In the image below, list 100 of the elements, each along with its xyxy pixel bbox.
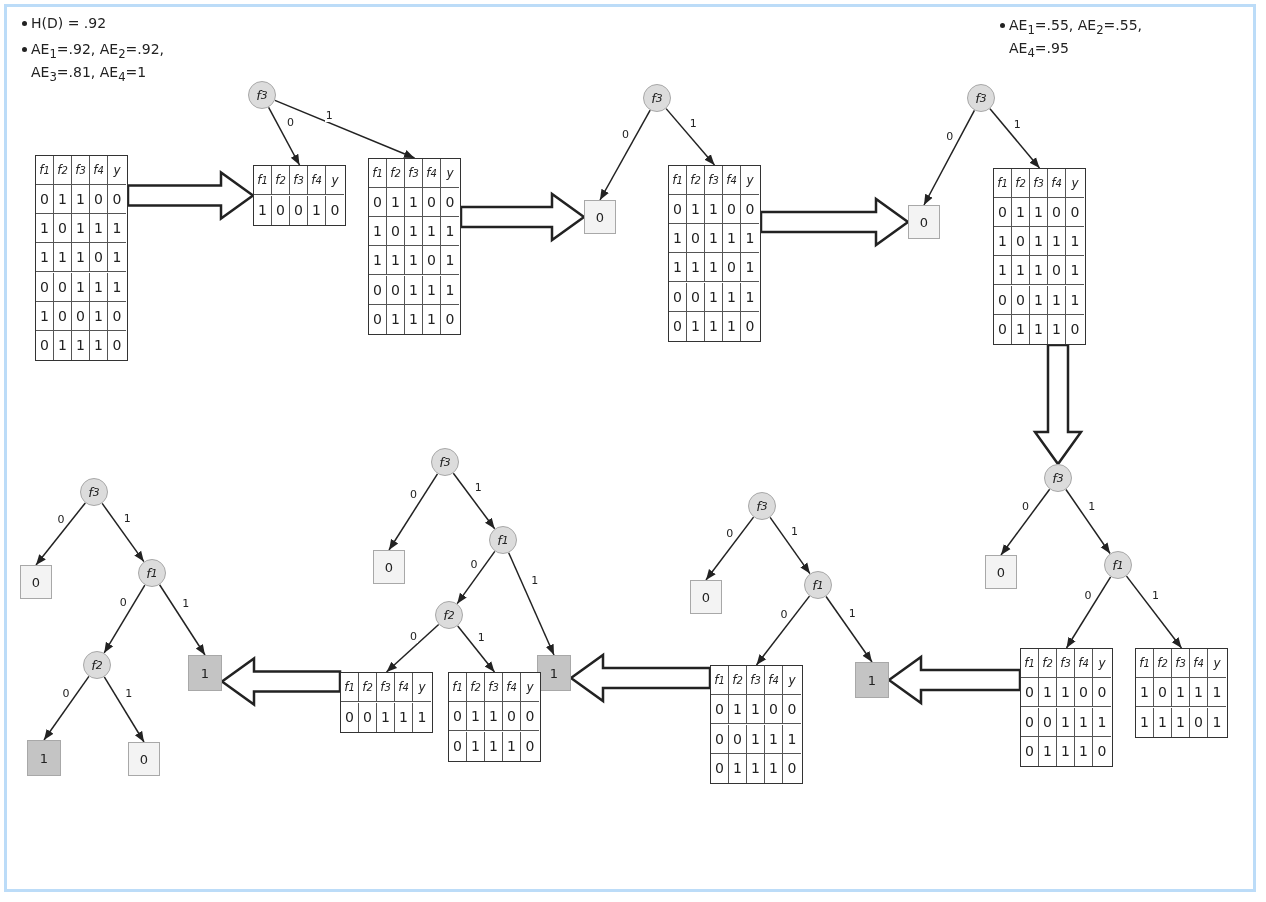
data-cell: 1 bbox=[36, 301, 54, 331]
arrow bbox=[989, 108, 1041, 169]
data-cell: 1 bbox=[994, 227, 1012, 257]
data-cell: 1 bbox=[1172, 678, 1190, 708]
arrow bbox=[388, 473, 439, 551]
data-cell: 0 bbox=[1190, 707, 1208, 737]
note-text: AE$_{1}$=.92, AE$_{2}$=.92, AE$_{3}$=.81, AE$_{4}$=1 bbox=[31, 40, 166, 86]
data-cell: 1 bbox=[705, 195, 723, 225]
edge-label: 0 bbox=[56, 513, 66, 526]
data-table bbox=[448, 672, 541, 762]
leaf-box: 0 bbox=[128, 742, 160, 776]
data-cell: 1 bbox=[783, 724, 801, 754]
data-cell: 0 bbox=[521, 702, 539, 732]
data-cell: 1 bbox=[369, 246, 387, 276]
data-cell: 1 bbox=[423, 275, 441, 305]
data-cell: 1 bbox=[1030, 198, 1048, 228]
data-cell: 1 bbox=[441, 275, 459, 305]
data-cell: 1 bbox=[669, 253, 687, 283]
header-cell: y bbox=[783, 666, 801, 695]
leaf-box: 0 bbox=[985, 555, 1017, 589]
data-cell: 0 bbox=[765, 695, 783, 725]
data-cell: 1 bbox=[72, 214, 90, 244]
data-cell: 0 bbox=[36, 185, 54, 215]
data-cell: 1 bbox=[405, 275, 423, 305]
arrow bbox=[456, 550, 496, 605]
data-cell: 1 bbox=[747, 695, 765, 725]
edge-label: 0 bbox=[61, 687, 71, 700]
data-cell: 0 bbox=[369, 304, 387, 334]
data-cell: 1 bbox=[1154, 707, 1172, 737]
arrow bbox=[825, 595, 873, 663]
data-cell: 1 bbox=[1136, 678, 1154, 708]
data-cell: 1 bbox=[387, 246, 405, 276]
arrow bbox=[158, 584, 206, 656]
data-cell: 1 bbox=[729, 695, 747, 725]
data-cell: 1 bbox=[1039, 736, 1057, 766]
data-cell: 1 bbox=[1012, 314, 1030, 344]
data-cell: 1 bbox=[741, 224, 759, 254]
header-cell: y bbox=[1208, 649, 1226, 678]
data-cell: 1 bbox=[765, 753, 783, 783]
data-cell: 1 bbox=[485, 731, 503, 761]
edge-label: 1 bbox=[122, 512, 132, 525]
data-cell: 0 bbox=[90, 243, 108, 273]
data-cell: 1 bbox=[1030, 285, 1048, 315]
data-cell: 0 bbox=[783, 695, 801, 725]
edge-label: 0 bbox=[1021, 500, 1031, 513]
data-cell: 1 bbox=[687, 253, 705, 283]
data-cell: 1 bbox=[90, 301, 108, 331]
data-cell-text: 1 bbox=[1211, 713, 1223, 733]
header-cell: y bbox=[108, 156, 126, 185]
data-cell: 0 bbox=[687, 282, 705, 312]
header-cell: y bbox=[741, 166, 759, 195]
arrow bbox=[103, 584, 146, 654]
data-cell: 1 bbox=[90, 214, 108, 244]
arrow bbox=[769, 516, 811, 575]
header-cell: y bbox=[413, 673, 431, 702]
data-cell-text: 0 bbox=[329, 201, 341, 220]
data-cell: 0 bbox=[669, 195, 687, 225]
data-cell: 1 bbox=[254, 195, 272, 225]
arrow bbox=[452, 472, 496, 530]
data-cell: 0 bbox=[341, 702, 359, 732]
data-cell: 0 bbox=[503, 702, 521, 732]
block-arrow bbox=[759, 196, 911, 248]
data-cell: 0 bbox=[1066, 198, 1084, 228]
data-cell: 1 bbox=[1190, 678, 1208, 708]
data-cell: 1 bbox=[423, 304, 441, 334]
data-cell: 0 bbox=[54, 214, 72, 244]
arrow bbox=[457, 625, 496, 673]
arrow bbox=[385, 623, 440, 673]
data-cell: 1 bbox=[108, 272, 126, 302]
arrow bbox=[274, 99, 416, 159]
data-cell-text: 1 bbox=[416, 708, 428, 727]
edge-label: 0 bbox=[408, 488, 418, 501]
data-cell: 1 bbox=[405, 188, 423, 218]
data-cell: 1 bbox=[1136, 707, 1154, 737]
data-cell: 1 bbox=[1075, 707, 1093, 737]
data-cell: 0 bbox=[72, 301, 90, 331]
data-cell: 1 bbox=[405, 217, 423, 247]
data-cell: 1 bbox=[72, 185, 90, 215]
data-table bbox=[368, 158, 461, 335]
data-cell: 1 bbox=[705, 253, 723, 283]
block-arrow bbox=[1032, 343, 1084, 467]
data-cell: 1 bbox=[687, 311, 705, 341]
data-cell: 1 bbox=[1030, 314, 1048, 344]
data-cell: 1 bbox=[395, 702, 413, 732]
arrow bbox=[507, 552, 555, 656]
leaf-box: 1 bbox=[855, 662, 889, 698]
data-cell: 1 bbox=[36, 243, 54, 273]
note-text: H(D) = .92 bbox=[31, 14, 107, 32]
arrow bbox=[43, 675, 90, 741]
leaf-box: 0 bbox=[373, 550, 405, 584]
data-cell: 1 bbox=[1012, 198, 1030, 228]
data-cell: 1 bbox=[485, 702, 503, 732]
data-cell: 0 bbox=[723, 195, 741, 225]
data-cell: 1 bbox=[687, 195, 705, 225]
block-arrow bbox=[459, 191, 587, 243]
data-cell: 1 bbox=[1057, 678, 1075, 708]
data-cell: 0 bbox=[994, 198, 1012, 228]
data-cell: 0 bbox=[423, 188, 441, 218]
data-cell: 1 bbox=[765, 724, 783, 754]
data-cell: 1 bbox=[1030, 227, 1048, 257]
